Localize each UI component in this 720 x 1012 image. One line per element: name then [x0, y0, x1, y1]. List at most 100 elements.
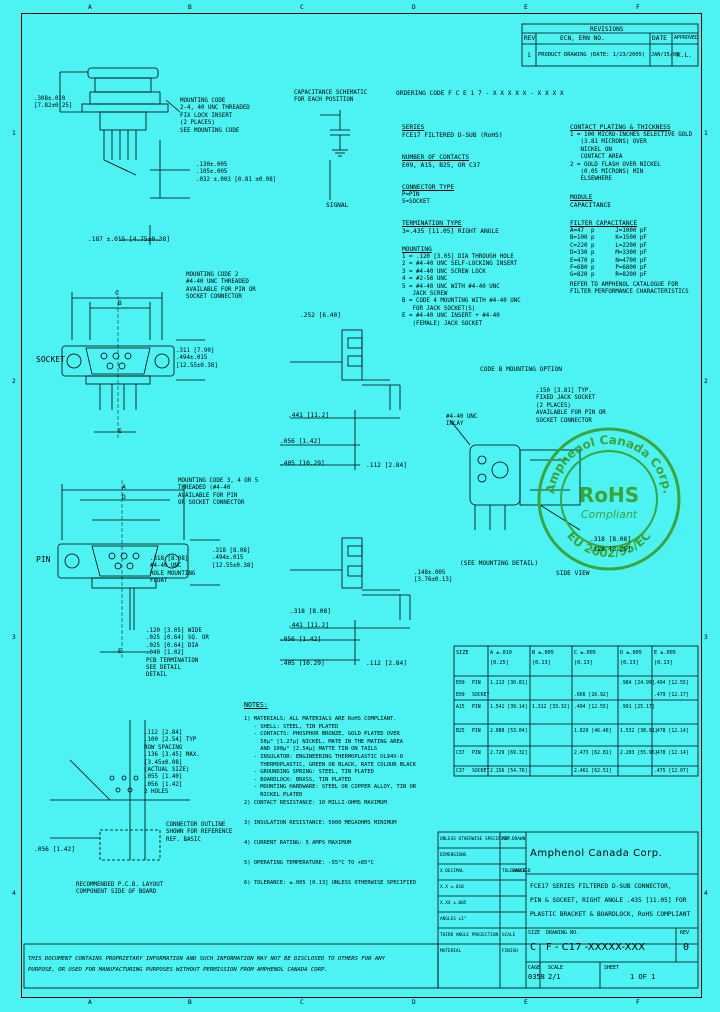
rev-value: 0 — [683, 942, 690, 953]
sheet-value: 1 OF 1 — [630, 973, 656, 981]
connector-type-line-1: S=SOCKET — [402, 199, 430, 206]
filter-line-5: F=680 p P=6800 pF — [570, 265, 647, 272]
company-name: Amphenol Canada Corp. — [530, 848, 663, 859]
dim-b-socket: B — [118, 300, 122, 307]
dim-mid-line-2: .032 ±.003 [0.81 ±0.08] — [196, 176, 277, 183]
mounting-line-5: JACK SCREW — [402, 291, 448, 298]
schematic-title-line-1: FOR EACH POSITION — [294, 97, 354, 104]
mounting-code-2-line-1: #4-40 UNC THREADED — [186, 279, 249, 286]
pcb-layout-line-4: [3.45±0.08] — [144, 759, 183, 766]
border-row-4: 4 — [704, 890, 708, 897]
mounting-code-3-line-0: MOUNTING CODE 3, 4 OR 5 — [178, 478, 259, 484]
mounting-code-line-2: FIX LOCK INSERT — [180, 112, 233, 119]
mount-option-dim-1: .318 [8.08] — [590, 536, 631, 543]
dims-cell: .479 [12.17] — [654, 693, 689, 698]
mounting-line-7: FOR JACK SOCKET(S) — [402, 305, 476, 312]
dims-cell: .475 [12.07] — [654, 769, 689, 774]
note-line-8: - BOARDLOCK: BRASS, TIN PLATED — [244, 776, 352, 783]
pcb-note-line-1: SHOWN FOR REFERENCE — [166, 829, 233, 836]
dims-cell: E09 — [456, 681, 465, 686]
dim-mid-line-0: .130±.005 — [196, 162, 228, 168]
scale-value: 2/1 — [548, 973, 561, 981]
side-view-caption: SIDE VIEW — [556, 570, 590, 577]
note-line-15: 6) TOLERANCE: ±.005 [0.13] UNLESS OTHERW… — [244, 879, 417, 886]
dims-cell: PIN — [472, 729, 481, 734]
pcb-termination-note: .120 [3.05] WIDE.025 [0.64] SQ. OR.025 [… — [146, 628, 209, 680]
rev-label: REV — [680, 930, 690, 936]
pcb-note-line-2: REF. BASIC — [166, 836, 201, 843]
proprietary-disclaimer: THIS DOCUMENT CONTAINS PROPRIETARY INFOR… — [28, 954, 385, 976]
note-line-7: - GROUNDING SPRING: STEEL, TIN PLATED — [244, 769, 374, 776]
dims-cell: .666 [16.92] — [574, 693, 609, 698]
disclaimer-line-1: PURPOSE, OR USED FOR MANUFACTURING PURPO… — [28, 967, 328, 973]
note-line-10: NICKEL PLATED — [244, 792, 303, 798]
dims-cell: SOCKET — [472, 693, 490, 698]
mount-option-caption: (SEE MOUNTING DETAIL) — [460, 560, 539, 567]
dim-pin-2-line-2: HOLE MOUNTING — [150, 570, 196, 577]
dim-d-pin: D — [122, 494, 126, 501]
pcb-term-line-1: .025 [0.64] SQ. OR — [146, 635, 209, 642]
dim-a-pin: A — [122, 484, 126, 491]
mount-option-dim-2: .128 [3.25] — [590, 546, 631, 553]
dims-subheader-5: [0.13] — [654, 660, 673, 666]
dims-cell: .478 [12.14] — [654, 729, 689, 734]
revisions-row-rev: 1 — [527, 52, 531, 59]
sheet-label: SHEET — [604, 965, 620, 971]
pcb-layout-line-8: 2 HOLES — [144, 789, 169, 796]
dims-header-2: B ±.005 — [532, 650, 554, 656]
dim-bottom: .187 ±.015 [4.75±0.38] — [88, 236, 170, 243]
dims-cell: C37 — [456, 751, 465, 756]
mounting-code-2-line-2: AVAILABLE FOR PIN OR — [186, 286, 256, 293]
mount-option-b-line-4: SOCKET CONNECTOR — [536, 417, 592, 424]
dims-cell: 2.729 [69.32] — [490, 751, 528, 756]
dims-cell: 1.213 [30.81] — [490, 681, 528, 686]
dim-top: .308±.010 [7.82±0.25] — [34, 96, 73, 110]
mounting-code-line-3: (2 PLACES) — [180, 120, 215, 127]
connector-type-line-0: P=PIN — [402, 192, 420, 198]
revisions-header-approved: APPROVED — [674, 35, 699, 41]
module-text: CAPACITANCE — [570, 202, 611, 209]
socket-side-dim-5: .112 [2.84] — [366, 462, 407, 469]
mounting-code-line-1: 2-4, 40 UNC THREADED — [180, 105, 250, 112]
border-col-C: C — [300, 999, 304, 1006]
termination-text: 3=.435 [11.05] RIGHT ANGLE — [402, 228, 499, 235]
dims-cell: .494 [12.55] — [654, 681, 689, 686]
dim-socket-line-0: .311 [7.90] — [176, 348, 215, 354]
contact-plating-text: 1 = 100 MICRO-INCHES SELECTIVE GOLD (3.8… — [570, 132, 692, 184]
mounting-code-3-line-2: AVAILABLE FOR PIN — [178, 492, 238, 499]
dim-socket: .311 [7.90].494±.015[12.55±0.38] — [176, 348, 218, 370]
size-value: C — [530, 942, 537, 953]
title-block-cell: FINISH — [502, 949, 518, 954]
dims-cell: 1.829 [46.46] — [574, 729, 612, 734]
stamp-center-text: RoHS — [579, 483, 639, 507]
contact-plating-line-0: 1 = 100 MICRO-INCHES SELECTIVE GOLD — [570, 132, 693, 138]
pin-side-float-line-6: [3.76±0.13] — [414, 577, 453, 584]
dim-pin-line-2: [12.55±0.38] — [212, 562, 254, 569]
border-col-F: F — [636, 4, 640, 11]
mount-option-a-line-1: INLAY — [446, 421, 464, 428]
title-block-cell: UNLESS OTHERWISE SPECIFIED — [440, 837, 509, 842]
dim-pin-2-line-3: FLOAT — [150, 578, 168, 585]
pcb-layout-line-6: .055 [1.40] — [144, 774, 183, 781]
border-row-1: 1 — [12, 130, 16, 137]
dim-056: .056 [1.42] — [34, 846, 75, 853]
mounting-line-8: E = #4-40 UNC INSERT + #4-40 — [402, 313, 500, 320]
pin-side-dim-5: .112 [2.84] — [366, 660, 407, 667]
stamp-sub-text: Compliant — [581, 508, 638, 521]
pcb-term-line-5: SEE DETAIL — [146, 665, 181, 672]
socket-label: SOCKET — [36, 355, 65, 364]
dims-cell: 2.088 [53.04] — [490, 729, 528, 734]
pin-side-float-line-5: .148±.005 — [414, 570, 446, 576]
pcb-term-line-0: .120 [3.05] WIDE — [146, 628, 202, 634]
scale-label: SCALE — [548, 965, 564, 971]
drawing-frame — [21, 13, 702, 998]
mounting-line-4: 5 = #4-40 UNC WITH #4-40 UNC — [402, 283, 500, 290]
note-line-13: 4) CURRENT RATING: 5 AMPS MAXIMUM — [244, 839, 352, 846]
size-label: SIZE — [528, 930, 541, 936]
filter-line-1: B=100 p K=1500 pF — [570, 235, 647, 242]
contacts-title: NUMBER OF CONTACTS — [402, 154, 470, 161]
contact-plating-line-5: (0.05 MICRONS) MIN — [570, 169, 644, 176]
dims-cell: 1.532 [38.91] — [620, 729, 658, 734]
